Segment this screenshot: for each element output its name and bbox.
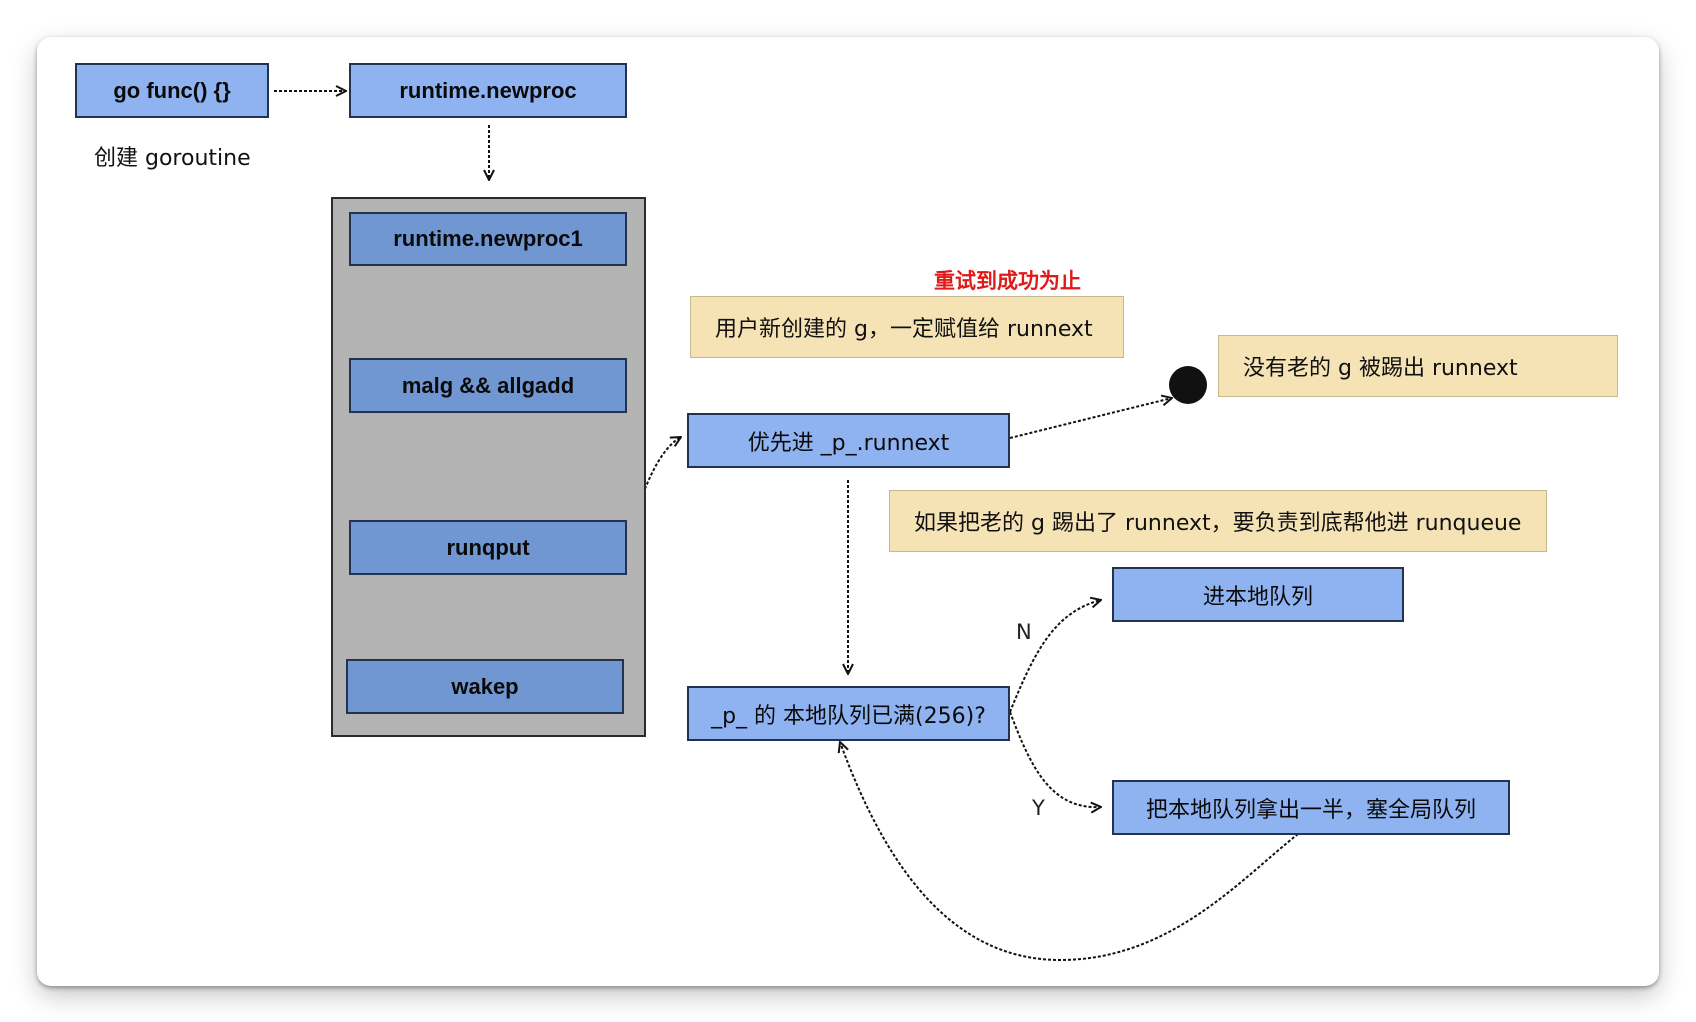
queue-full-node: _p_ 的 本地队列已满(256)? [687,686,1010,741]
newproc-node: runtime.newproc [349,63,627,118]
local-queue-label: 进本地队列 [1202,584,1313,610]
kicked-out-text: 没有老的 g 被踢出 runnext [1243,356,1518,381]
newproc-label: runtime.newproc [399,77,577,103]
go-func-node: go func() {} [75,63,269,118]
assign-runnext-note: 用户新创建的 g，一定赋值给 runnext [690,296,1124,358]
assign-runnext-text: 用户新创建的 g，一定赋值给 runnext [715,317,1093,342]
runnext-label: 优先进 _p_.runnext [747,430,950,456]
edge-label-yes: Y [1032,796,1045,820]
newproc1-node: runtime.newproc1 [349,212,627,266]
newproc1-group [331,197,646,737]
wakep-node: wakep [346,659,624,714]
create-goroutine-label: 创建 goroutine [94,146,251,171]
move-to-runqueue-note: 如果把老的 g 踢出了 runnext，要负责到底帮他进 runqueue [889,490,1547,552]
retry-label: 重试到成功为止 [934,269,1081,293]
local-queue-node: 进本地队列 [1112,567,1404,622]
edge-label-no: N [1016,620,1032,644]
global-queue-label: 把本地队列拿出一半，塞全局队列 [1145,797,1476,823]
malg-allgadd-label: malg && allgadd [401,372,575,398]
queue-full-label: _p_ 的 本地队列已满(256)? [711,703,986,729]
go-func-label: go func() {} [113,77,231,103]
malg-allgadd-node: malg && allgadd [349,358,627,413]
wakep-label: wakep [451,673,519,699]
move-to-runqueue-text: 如果把老的 g 踢出了 runnext，要负责到底帮他进 runqueue [914,511,1522,536]
runqput-label: runqput [446,534,530,560]
newproc1-label: runtime.newproc1 [393,226,583,251]
kicked-out-note: 没有老的 g 被踢出 runnext [1218,335,1618,397]
runnext-node: 优先进 _p_.runnext [687,413,1010,468]
runqput-node: runqput [349,520,627,575]
global-queue-node: 把本地队列拿出一半，塞全局队列 [1112,780,1510,835]
